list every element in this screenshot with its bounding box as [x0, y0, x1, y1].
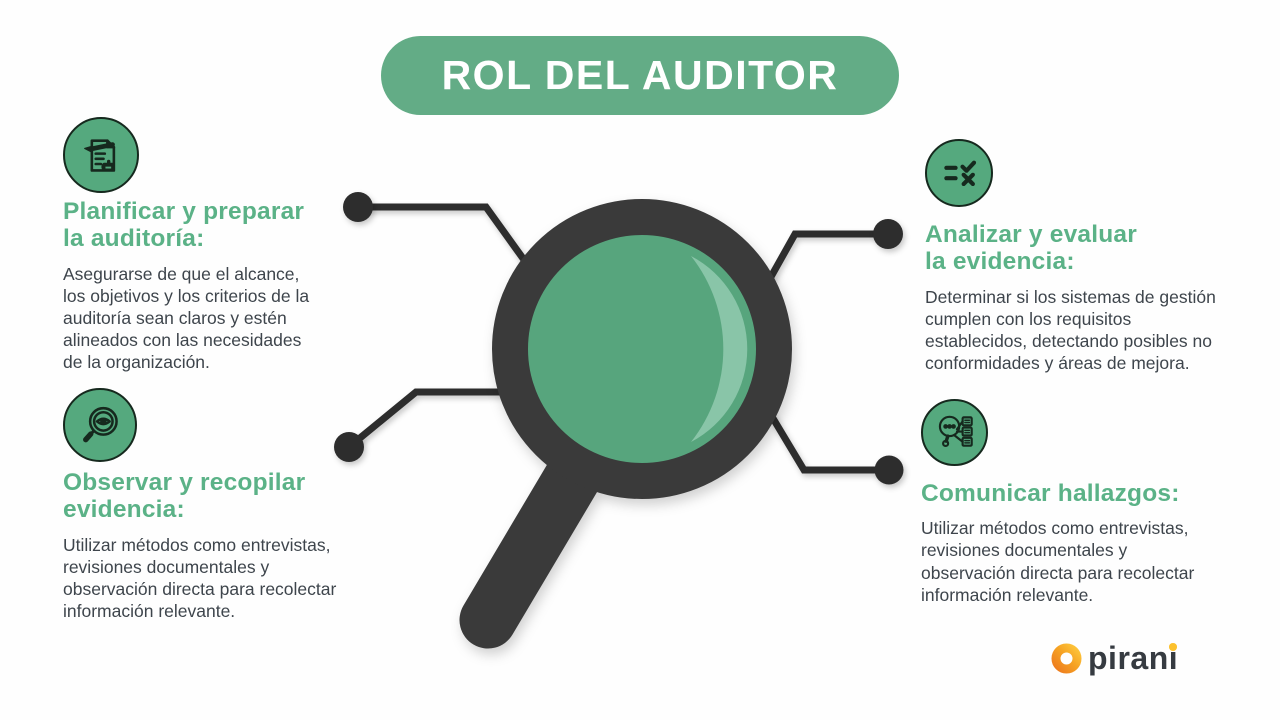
section-heading: Analizar y evaluar la evidencia: — [925, 221, 1137, 276]
pirani-ring-icon — [1051, 643, 1082, 673]
connector-line-top-left — [358, 203, 530, 267]
checklist-check-x-icon — [925, 139, 993, 207]
connector-lines — [346, 203, 889, 474]
pirani-logo: pirani — [1051, 642, 1178, 674]
connector-dot-top-right — [873, 219, 903, 249]
title-pill: ROL DEL AUDITOR — [381, 36, 899, 115]
section-communicate: Comunicar hallazgos: Utilizar métodos co… — [921, 399, 1221, 606]
section-analyze: Analizar y evaluar la evidencia: Determi… — [925, 139, 1237, 374]
section-heading: Planificar y preparar la auditoría: — [63, 198, 305, 253]
magnifier-findings-icon — [921, 399, 988, 466]
connector-dot-top-left — [343, 192, 373, 222]
section-body: Asegurarse de que el alcance, los objeti… — [63, 263, 310, 373]
section-body: Determinar si los sistemas de gestión cu… — [925, 286, 1216, 374]
magnifier-eye-icon — [63, 388, 137, 462]
connector-dot-bottom-right — [874, 455, 904, 485]
section-body: Utilizar métodos como entrevistas, revis… — [921, 518, 1195, 605]
document-pencil-hand-icon — [63, 117, 139, 193]
connector-line-bottom-left — [346, 388, 508, 450]
magnifier-handle — [459, 441, 606, 649]
magnifying-glass — [459, 199, 792, 649]
magnifier-illustration — [334, 192, 904, 649]
section-plan: Planificar y preparar la auditoría: Aseg… — [63, 117, 363, 373]
magnifier-lens — [527, 234, 757, 464]
lens-highlight — [691, 256, 748, 442]
magnifier-rim — [492, 199, 792, 499]
section-body: Utilizar métodos como entrevistas, revis… — [63, 534, 337, 622]
connector-dots — [334, 192, 904, 485]
section-heading: Observar y recopilar evidencia: — [63, 469, 306, 524]
connector-dot-bottom-left — [334, 432, 364, 462]
connector-line-top-right — [759, 230, 888, 293]
pirani-wordmark: pirani — [1088, 640, 1179, 676]
page-title: ROL DEL AUDITOR — [441, 52, 839, 98]
section-heading: Comunicar hallazgos: — [921, 480, 1180, 507]
section-observe: Observar y recopilar evidencia: Utilizar… — [63, 388, 373, 622]
connector-line-bottom-right — [764, 408, 889, 474]
